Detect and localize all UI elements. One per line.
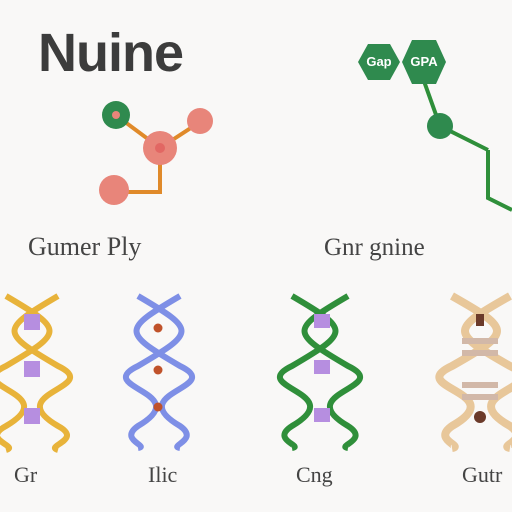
helix-tan-stripe xyxy=(462,350,498,356)
helix-blue xyxy=(122,293,196,451)
atom-node-right xyxy=(187,108,213,134)
helix-caption-4: Gutr xyxy=(462,462,503,487)
helix-green-rung xyxy=(314,314,330,328)
helix-yellow-strand-b xyxy=(11,293,74,453)
section-label-left: Gumer Ply xyxy=(28,232,142,261)
helix-yellow-rung xyxy=(24,314,40,330)
section-label-right: Gnr gnine xyxy=(324,234,425,261)
helix-green xyxy=(276,293,364,451)
helix-caption-2: Ilic xyxy=(148,462,178,487)
helix-yellow-strand-a xyxy=(0,293,53,453)
hex-badge-right-label: GPA xyxy=(410,54,438,69)
hex-badge-left-label: Gap xyxy=(366,54,391,69)
helix-tan-stripe xyxy=(462,338,498,344)
helix-blue-strand-a xyxy=(122,293,185,451)
atom-node-dark xyxy=(427,113,453,139)
helix-tan-rung-dark xyxy=(476,314,484,326)
helix-blue-strand-b xyxy=(133,293,196,451)
helix-green-strand-a xyxy=(276,293,339,451)
helix-caption-3: Cng xyxy=(296,462,333,487)
helix-green-rung xyxy=(314,408,330,422)
helix-tan-strand-a xyxy=(435,292,501,452)
helix-yellow-rung xyxy=(24,408,40,424)
molecule-right: Gap GPA xyxy=(358,40,512,212)
helix-blue-dot xyxy=(153,365,163,375)
helix-green-rung xyxy=(314,360,330,374)
molecule-right-ring xyxy=(486,150,512,212)
atom-node-bottom xyxy=(99,175,129,205)
helix-yellow-rung xyxy=(24,361,40,377)
helix-blue-dot xyxy=(153,402,163,412)
helix-blue-dot xyxy=(153,323,163,333)
hex-badge-left xyxy=(358,44,400,80)
atom-node-center-dot xyxy=(155,143,165,153)
atom-node-green-center xyxy=(112,111,120,119)
molecule-left xyxy=(99,101,213,205)
helix-tan-stripe xyxy=(462,394,498,400)
helix-tan-dot xyxy=(474,411,486,423)
hex-badge-right xyxy=(402,40,446,84)
helix-tan-stripe xyxy=(462,382,498,388)
diagram-title: Nuine xyxy=(38,23,184,83)
helix-yellow xyxy=(0,293,74,453)
helix-tan-strand-b xyxy=(461,292,512,452)
helix-caption-1: Gr xyxy=(14,462,38,487)
helix-green-strand-b xyxy=(301,293,364,451)
helix-tan xyxy=(435,292,512,452)
